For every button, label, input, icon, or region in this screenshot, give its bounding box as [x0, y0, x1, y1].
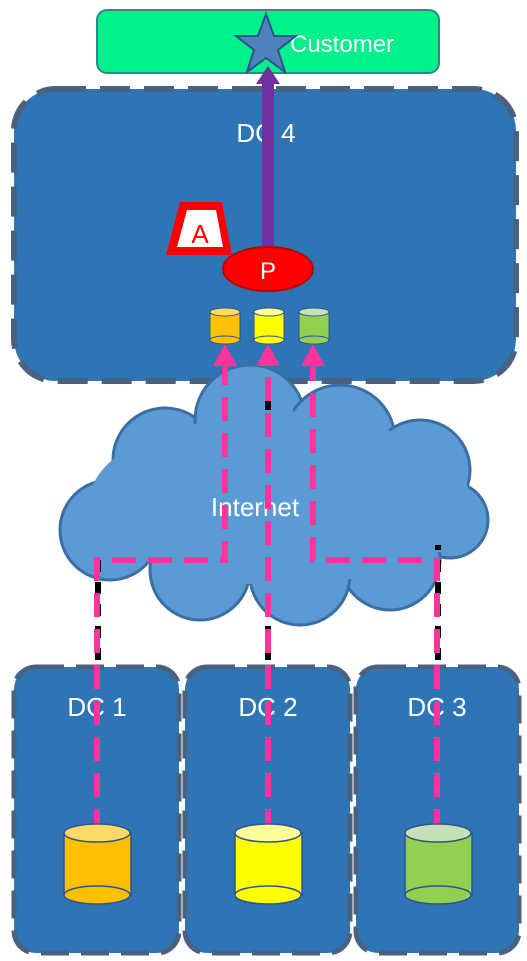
arrowhead-yellow	[256, 344, 280, 366]
flow-dc1	[94, 360, 228, 905]
data-flows	[94, 360, 440, 905]
db-dc2	[234, 823, 303, 905]
process-p: P	[222, 246, 314, 292]
db-small-orange	[209, 307, 241, 345]
db-dc1	[63, 823, 132, 905]
star-icon	[233, 11, 299, 75]
flow-arrowheads	[213, 344, 325, 366]
customer-arrow	[256, 66, 280, 252]
badge-a: A	[166, 202, 232, 255]
db-small-green	[298, 307, 330, 345]
db-small-yellow	[253, 307, 285, 345]
process-p-label: P	[260, 258, 276, 285]
badge-a-label: A	[191, 219, 209, 249]
internet-cloud: Internet	[58, 363, 490, 627]
customer-label: Customer	[290, 31, 394, 58]
arrowhead-orange	[213, 344, 237, 366]
db-dc3	[404, 823, 473, 905]
arrowhead-green	[301, 344, 325, 366]
flow-dc3	[310, 360, 440, 905]
